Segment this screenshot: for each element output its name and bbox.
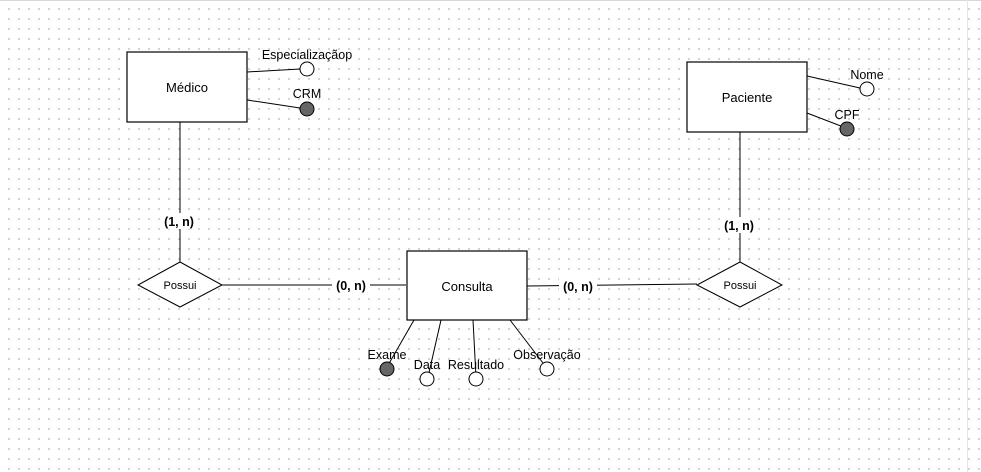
cardinality-possui-consulta-left-label: (0, n) — [336, 279, 366, 293]
attribute-crm-label: CRM — [293, 87, 321, 101]
cardinality-consulta-possui-right-bg — [559, 278, 597, 294]
line-consulta-resultado[interactable] — [472, 319, 477, 378]
attribute-cpf[interactable]: CPF — [835, 108, 860, 137]
attribute-exame-label: Exame — [368, 348, 407, 362]
attribute-especializacao[interactable]: Especializaçãop — [262, 48, 352, 77]
attribute-observacao-circle[interactable] — [539, 361, 555, 377]
attribute-especializacao-label: Especializaçãop — [262, 48, 352, 62]
cardinality-possui-consulta-left-bg — [332, 278, 370, 294]
canvas-top-border — [0, 0, 981, 1]
relationship-possui-right-label: Possui — [723, 280, 756, 292]
attribute-data[interactable]: Data — [414, 358, 440, 387]
cardinality-medico-possui[interactable]: (1, n) — [160, 213, 198, 229]
canvas-right-border — [967, 0, 968, 472]
entity-consulta-box[interactable] — [406, 250, 528, 321]
attribute-observacao-label: Observação — [513, 348, 580, 362]
relationship-possui-left-label: Possui — [163, 280, 196, 292]
attribute-resultado-circle[interactable] — [468, 371, 484, 387]
relationship-possui-right[interactable]: Possui — [695, 261, 784, 308]
attribute-nome[interactable]: Nome — [850, 68, 884, 97]
entity-consulta[interactable]: Consulta — [406, 250, 528, 321]
cardinality-consulta-possui-right-label: (0, n) — [563, 280, 593, 294]
relationship-possui-left-diamond[interactable] — [136, 261, 224, 308]
cardinality-medico-possui-label: (1, n) — [164, 215, 194, 229]
connector-lines — [179, 68, 861, 378]
attribute-exame[interactable]: Exame — [368, 348, 407, 377]
attribute-nome-label: Nome — [850, 68, 883, 82]
relationship-possui-right-diamond[interactable] — [695, 261, 784, 308]
attribute-observacao[interactable]: Observação — [513, 348, 581, 377]
line-consulta-possui[interactable] — [526, 283, 698, 287]
attribute-resultado[interactable]: Resultado — [448, 358, 504, 387]
entity-medico[interactable]: Médico — [126, 51, 248, 123]
attribute-data-circle[interactable] — [419, 371, 435, 387]
attribute-nome-circle[interactable] — [859, 81, 875, 97]
cardinality-possui-consulta-left[interactable]: (0, n) — [332, 278, 370, 294]
cardinality-paciente-possui[interactable]: (1, n) — [720, 217, 758, 233]
attribute-resultado-label: Resultado — [448, 358, 504, 372]
cardinality-medico-possui-bg — [160, 213, 198, 229]
attribute-crm-key-circle[interactable] — [299, 101, 315, 117]
attribute-data-label: Data — [414, 358, 440, 372]
entity-paciente-box[interactable] — [686, 61, 808, 133]
line-paciente-nome[interactable] — [806, 75, 861, 89]
cardinality-paciente-possui-label: (1, n) — [724, 219, 754, 233]
entity-paciente-label: Paciente — [722, 90, 773, 105]
cardinality-consulta-possui-right[interactable]: (0, n) — [559, 278, 597, 294]
entity-medico-label: Médico — [166, 80, 208, 95]
entity-medico-box[interactable] — [126, 51, 248, 123]
entity-consulta-label: Consulta — [441, 279, 493, 294]
relationship-possui-left[interactable]: Possui — [136, 261, 224, 308]
attribute-exame-key-circle[interactable] — [379, 361, 395, 377]
attribute-especializacao-circle[interactable] — [299, 61, 315, 77]
line-paciente-cpf[interactable] — [806, 112, 847, 129]
attribute-crm[interactable]: CRM — [293, 87, 321, 117]
line-consulta-data[interactable] — [427, 319, 442, 378]
attribute-cpf-key-circle[interactable] — [839, 121, 855, 137]
cardinality-paciente-possui-bg — [720, 217, 758, 233]
line-consulta-exame[interactable] — [386, 319, 415, 368]
attribute-cpf-label: CPF — [835, 108, 860, 122]
line-consulta-observacao[interactable] — [509, 319, 547, 368]
entity-paciente[interactable]: Paciente — [686, 61, 808, 133]
line-medico-especializacao[interactable] — [246, 68, 301, 73]
line-medico-crm[interactable] — [246, 99, 301, 109]
